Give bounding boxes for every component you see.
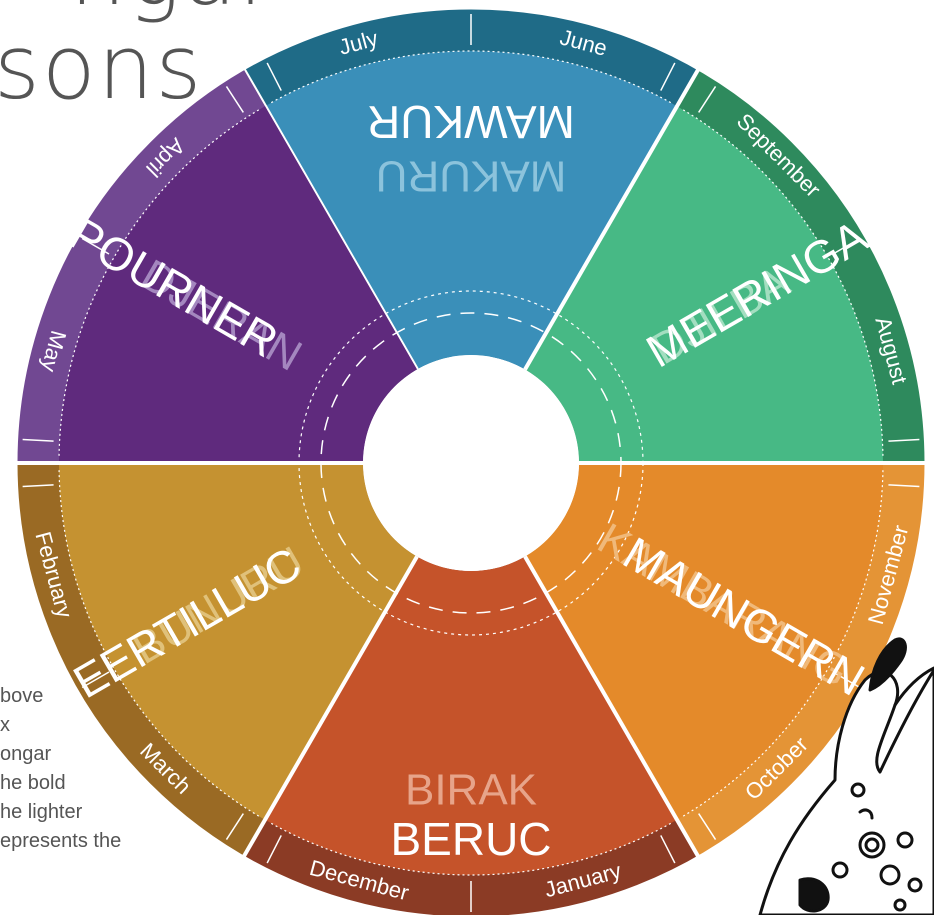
animal-illustration-icon xyxy=(0,0,934,915)
